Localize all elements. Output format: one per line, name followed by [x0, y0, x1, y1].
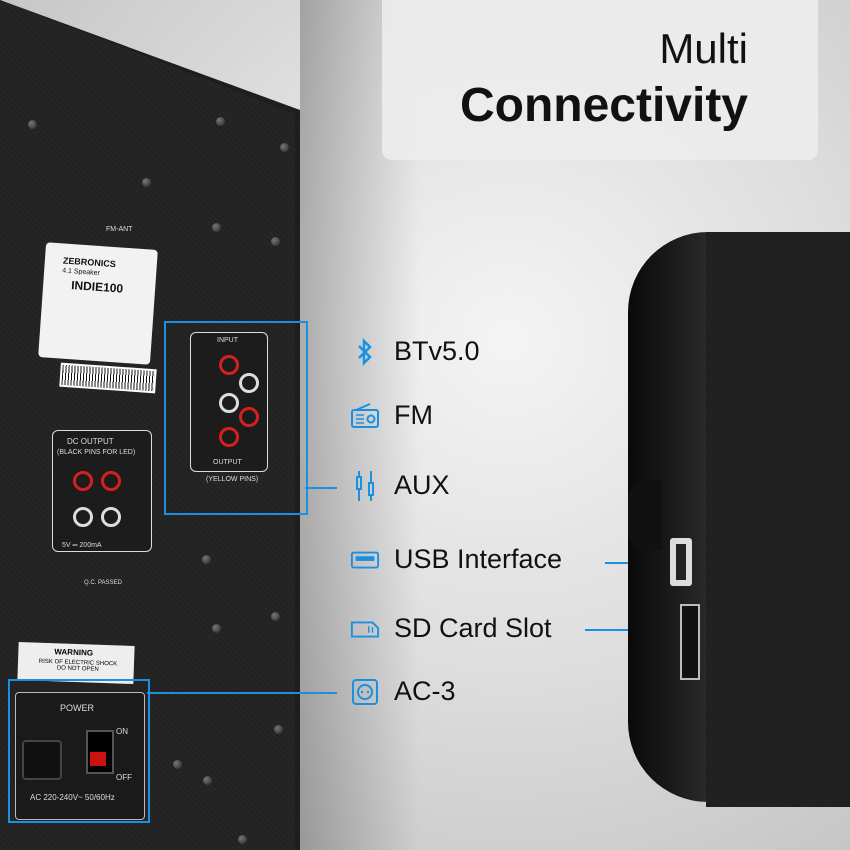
feature-fm: FM [350, 400, 433, 431]
audio-io-plate: INPUT OUTPUT [190, 332, 268, 472]
rca-jack [239, 407, 259, 427]
volume-knob [628, 480, 662, 550]
black-pins-label: (BLACK PINS FOR LED) [57, 449, 136, 456]
sd-card-slot [680, 604, 700, 680]
dc-jack [73, 507, 93, 527]
screw [173, 760, 182, 769]
bluetooth-icon [350, 337, 380, 367]
sd-card-icon [350, 614, 380, 644]
power-socket [22, 740, 62, 780]
usb-port-inner [676, 544, 686, 580]
screw [202, 555, 211, 564]
screw [212, 624, 221, 633]
dc-jack [101, 507, 121, 527]
rca-jack [219, 427, 239, 447]
rca-jack [219, 355, 239, 375]
feature-label: AC-3 [394, 676, 456, 706]
input-label: INPUT [217, 337, 238, 344]
screw [238, 835, 247, 844]
feature-label: FM [394, 400, 433, 430]
screw [28, 120, 37, 129]
title-line1: Multi [659, 25, 748, 72]
title-box: Multi Connectivity [382, 0, 818, 160]
fm-ant-label: FM-ANT [106, 226, 133, 233]
screw [271, 237, 280, 246]
dc-jack [101, 471, 121, 491]
aux-cable-icon [350, 470, 380, 501]
title-line2: Connectivity [459, 79, 748, 132]
power-label: POWER [60, 703, 95, 713]
qc-sticker: Q.C. PASSED [84, 580, 122, 586]
aux-highlight-box [164, 321, 308, 515]
ac-rating: AC 220-240V~ 50/60Hz [30, 793, 115, 802]
screw [216, 117, 225, 126]
screw [274, 725, 283, 734]
feature-label: USB Interface [394, 544, 563, 574]
ac-highlight-box [8, 679, 150, 823]
feature-bluetooth: BTv5.0 [350, 336, 480, 367]
dc-output-plate: DC OUTPUT (BLACK PINS FOR LED) [52, 430, 152, 552]
feature-aux: AUX [350, 470, 450, 501]
radio-icon [350, 401, 380, 431]
off-label: OFF [116, 773, 132, 782]
warning-text: RISK OF ELECTRIC SHOCK DO NOT OPEN [38, 658, 118, 673]
switch-indicator [90, 752, 106, 766]
speaker-type: 4.1 Speaker [61, 267, 101, 278]
screw [203, 776, 212, 785]
dc-rating: 5V ═ 200mA [62, 542, 102, 549]
screw [142, 178, 151, 187]
on-label: ON [116, 727, 128, 736]
power-socket-icon [350, 677, 380, 707]
screw [280, 143, 289, 152]
feature-label: BTv5.0 [394, 336, 480, 366]
ac-connector-line [147, 692, 337, 694]
warning-title: WARNING [54, 647, 94, 658]
warning-label: WARNING RISK OF ELECTRIC SHOCK DO NOT OP… [17, 641, 135, 685]
yellow-pins-label: (YELLOW PINS) [206, 476, 259, 483]
aux-connector-line [305, 487, 337, 489]
usb-icon [350, 545, 380, 575]
screw [271, 612, 280, 621]
rca-jack [239, 373, 259, 393]
rca-jack [219, 393, 239, 413]
speaker-front [706, 232, 850, 807]
feature-label: AUX [394, 470, 450, 500]
dc-output-label: DC OUTPUT [67, 437, 114, 446]
feature-label: SD Card Slot [394, 613, 552, 643]
output-label: OUTPUT [213, 459, 242, 466]
feature-sd-card: SD Card Slot [350, 613, 552, 644]
product-label: ZEBRONICS 4.1 Speaker INDIE100 [38, 242, 158, 365]
dc-jack [73, 471, 93, 491]
feature-ac3: AC-3 [350, 676, 456, 707]
feature-usb: USB Interface [350, 544, 562, 575]
screw [212, 223, 221, 232]
model-name: INDIE100 [70, 278, 124, 296]
